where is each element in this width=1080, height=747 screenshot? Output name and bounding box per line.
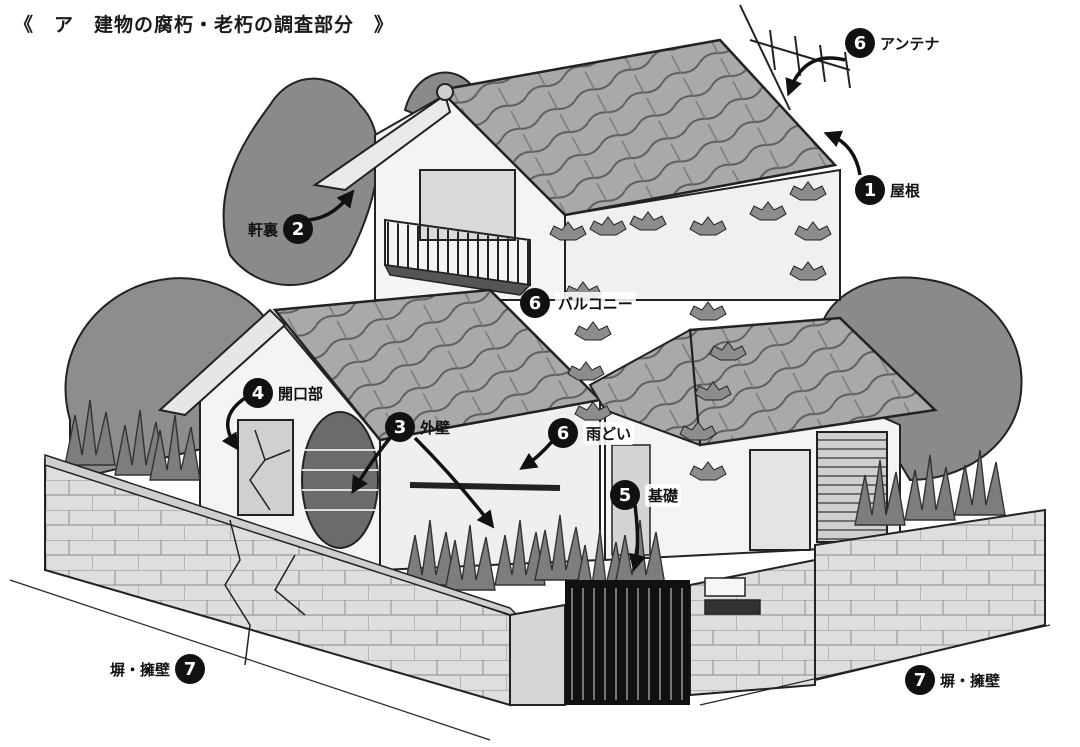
label-eaves: 軒裏 2	[248, 214, 314, 244]
grass-tuft	[614, 519, 666, 586]
broken-window	[237, 419, 294, 516]
balcony	[383, 218, 532, 296]
ivy-leaf	[789, 181, 827, 201]
number-badge: 6	[845, 28, 875, 58]
ivy-leaf	[694, 381, 732, 401]
number-badge: 4	[243, 378, 273, 408]
ivy-leaf	[749, 201, 787, 221]
page-title: 《 ア 建物の腐朽・老朽の調査部分 》	[14, 14, 395, 36]
label-outer-wall: 3 外壁	[385, 412, 450, 442]
label-fence-left: 塀・擁壁 7	[110, 654, 206, 684]
label-roof: 1 屋根	[855, 175, 920, 205]
ivy-leaf	[574, 401, 612, 421]
grass-tuft	[444, 524, 496, 591]
ivy-leaf	[794, 221, 832, 241]
ivy-leaf	[709, 341, 747, 361]
ivy-leaf	[567, 361, 605, 381]
ivy-leaf	[549, 221, 587, 241]
label-text: 屋根	[890, 181, 921, 200]
label-text: バルコニー	[555, 291, 636, 315]
number-badge: 7	[905, 665, 935, 695]
grass-tuft	[854, 459, 906, 526]
label-antenna: 6 アンテナ	[845, 28, 939, 58]
block-walls	[44, 453, 1046, 707]
ivy-leaf	[689, 301, 727, 321]
left-house	[157, 288, 603, 572]
grass-tuft	[954, 449, 1006, 516]
label-text: 開口部	[278, 384, 324, 403]
antenna	[739, 4, 851, 111]
label-text: 外壁	[420, 418, 451, 437]
number-badge: 3	[385, 412, 415, 442]
trees	[64, 71, 1023, 482]
label-text: 塀・擁壁	[110, 660, 171, 679]
label-text: アンテナ	[880, 34, 940, 53]
label-text: 軒裏	[248, 220, 279, 239]
number-badge: 6	[548, 418, 578, 448]
label-balcony: 6 バルコニー	[520, 288, 636, 318]
grass-tuft	[904, 454, 956, 521]
label-gutter: 6 雨どい	[548, 418, 635, 448]
ivy-leaf	[689, 461, 727, 481]
number-badge: 2	[283, 214, 314, 244]
upper-house	[312, 38, 841, 301]
gate	[565, 580, 690, 705]
ivy-leaf	[679, 421, 717, 441]
label-text: 塀・擁壁	[940, 671, 1001, 690]
number-badge: 5	[610, 480, 640, 510]
grass-tuft	[149, 414, 201, 481]
number-badge: 7	[175, 654, 206, 684]
ivy-leaf	[589, 216, 627, 236]
number-badge: 6	[520, 288, 550, 318]
ivy	[549, 181, 832, 481]
number-badge: 1	[855, 175, 885, 205]
grass-tuft	[64, 399, 116, 466]
dimension-lines	[9, 579, 1051, 741]
ivy-leaf	[789, 261, 827, 281]
ivy-leaf	[629, 211, 667, 231]
label-text: 雨どい	[583, 421, 635, 445]
grass	[64, 399, 1006, 596]
label-fence-right: 7 塀・擁壁	[905, 665, 1000, 695]
label-foundation: 5 基礎	[610, 480, 682, 510]
ivy-leaf	[689, 216, 727, 236]
label-text: 基礎	[645, 483, 682, 507]
ivy-leaf	[574, 321, 612, 341]
label-opening: 4 開口部	[243, 378, 323, 408]
